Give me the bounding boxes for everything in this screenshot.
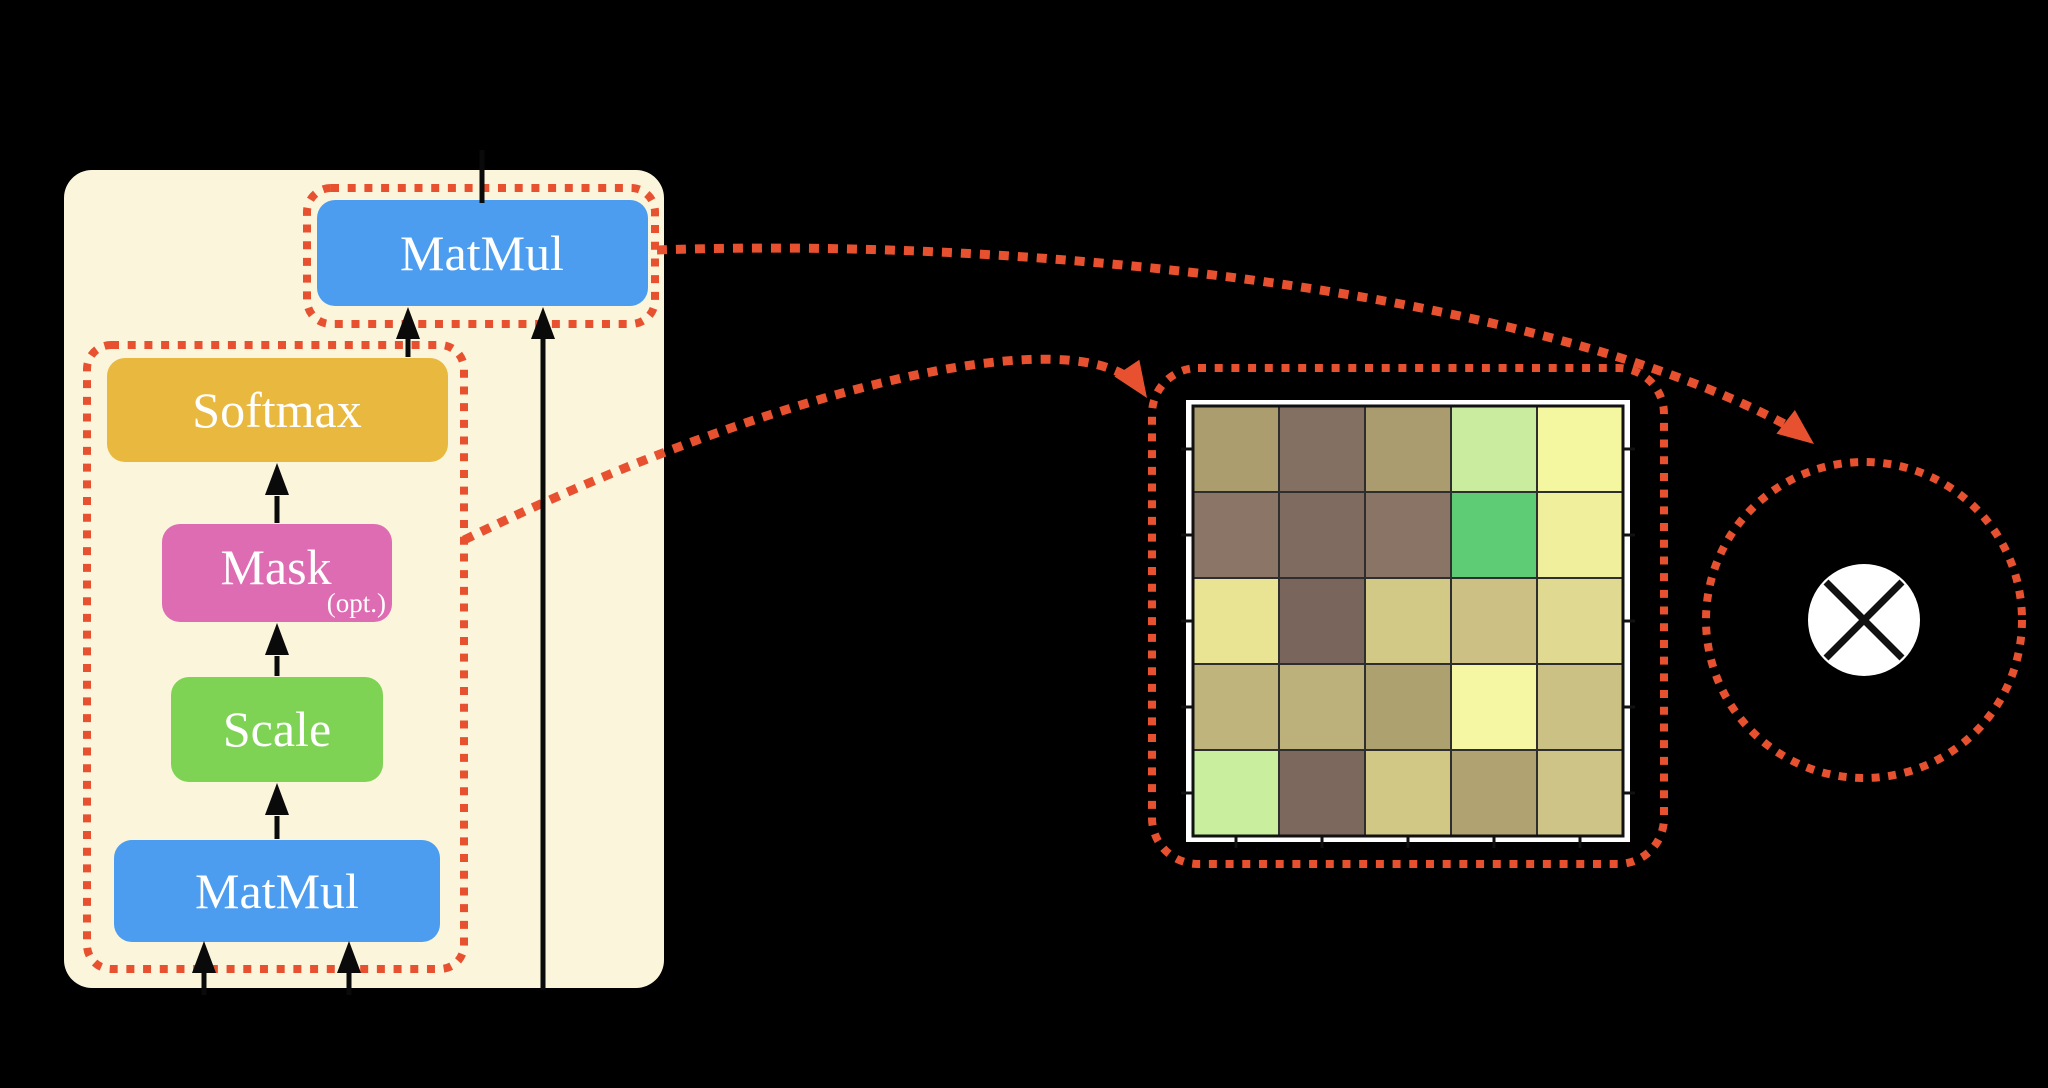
- heatmap-cell: [1536, 749, 1624, 837]
- heatmap-cell: [1450, 577, 1538, 665]
- heatmap-cell: [1278, 491, 1366, 579]
- heatmap-cell: [1192, 405, 1280, 493]
- scale-to-mask-arrowhead-icon: [265, 623, 289, 655]
- heatmap-cell: [1536, 491, 1624, 579]
- circled-times-stroke-2: [1823, 579, 1905, 661]
- heatmap-axis-ticks: [1181, 447, 1635, 848]
- scale-box: [171, 677, 383, 782]
- flow-arrows: [192, 150, 555, 995]
- attention-scores-region-outline: [83, 341, 468, 973]
- q-input-arrowhead-icon: [192, 941, 216, 973]
- heatmap-cell: [1278, 577, 1366, 665]
- mask-to-softmax-arrowhead-icon: [265, 463, 289, 495]
- heatmap-cell: [1278, 749, 1366, 837]
- heatmap-cell: [1364, 491, 1452, 579]
- mask-label: Mask: [220, 539, 331, 595]
- matmul-bottom-label: MatMul: [195, 863, 359, 919]
- heatmap-cell: [1364, 663, 1452, 751]
- heatmap-cell: [1192, 577, 1280, 665]
- heatmap-cell: [1278, 405, 1366, 493]
- output-callout-arrowhead-icon: [1776, 410, 1814, 444]
- heatmap-cell: [1192, 749, 1280, 837]
- v-input-arrowhead-icon: [531, 307, 555, 339]
- heatmap-cell: [1364, 405, 1452, 493]
- mask-opt-note: (opt.): [327, 588, 386, 618]
- heatmap-cell: [1536, 577, 1624, 665]
- heatmap-callout-curve: [462, 354, 1146, 545]
- heatmap-callout-arrowhead-icon: [1114, 359, 1147, 398]
- heatmap-cell: [1192, 663, 1280, 751]
- softmax-to-matmul-arrowhead-icon: [396, 307, 420, 339]
- scale-label: Scale: [223, 701, 331, 757]
- matmul-bottom-box: [114, 840, 440, 942]
- product-callout-circle: [1702, 458, 2026, 782]
- matmul-top-label: MatMul: [400, 225, 564, 281]
- heatmap-cell: [1536, 663, 1624, 751]
- heatmap-cell: [1450, 405, 1538, 493]
- k-input-arrowhead-icon: [337, 941, 361, 973]
- attention-heatmap: [1181, 400, 1635, 848]
- circled-times-icon: [1808, 564, 1920, 676]
- heatmap-cell: [1536, 405, 1624, 493]
- heatmap-cell: [1450, 749, 1538, 837]
- softmax-label: Softmax: [192, 382, 361, 438]
- heatmap-cell: [1450, 491, 1538, 579]
- softmax-box: [107, 358, 448, 462]
- heatmap-cell: [1364, 577, 1452, 665]
- mask-box: [162, 524, 392, 622]
- heatmap-cell: [1278, 663, 1366, 751]
- heatmap-cell: [1364, 749, 1452, 837]
- heatmap-cell: [1192, 491, 1280, 579]
- matmul-to-scale-arrowhead-icon: [265, 783, 289, 815]
- matmul-top-box: [317, 200, 648, 306]
- heatmap-cell: [1450, 663, 1538, 751]
